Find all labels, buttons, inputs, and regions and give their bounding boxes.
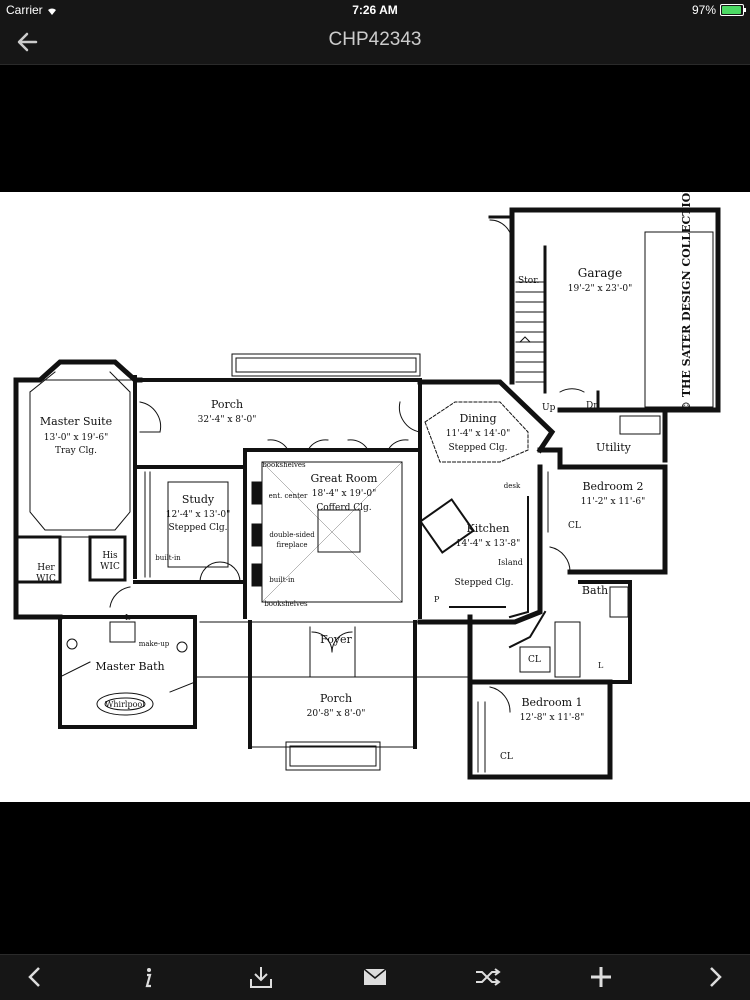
mail-icon[interactable] <box>360 963 390 991</box>
info-icon[interactable] <box>133 963 163 991</box>
foyer-label: Foyer <box>320 633 352 646</box>
cl-hall-label: CL <box>528 655 541 665</box>
floor-plan-image[interactable]: Garage 19'-2" x 23'-0" © THE SATER DESIG… <box>0 148 750 802</box>
bedroom2-dims: 11'-2" x 11'-6" <box>581 497 645 507</box>
chevron-left-icon[interactable] <box>20 963 50 991</box>
master-bath-label: Master Bath <box>95 660 164 673</box>
page-title: CHP42343 <box>328 29 422 50</box>
dn-label: Dn <box>586 401 599 411</box>
rear-porch-dims: 32'-4" x 8'-0" <box>198 415 257 425</box>
built-in-great-room-label: built-in <box>269 576 295 584</box>
cl-bedroom1-label: CL <box>500 752 513 762</box>
built-in-study-label: built-in <box>155 554 181 562</box>
bedroom2-label: Bedroom 2 <box>582 480 643 493</box>
make-up-label: make-up <box>139 640 170 648</box>
clock: 7:26 AM <box>352 3 398 17</box>
p-label: P <box>434 595 440 604</box>
stor-label: Stor. <box>518 276 540 286</box>
master-suite-dims: 13'-0" x 19'-6" <box>44 433 108 443</box>
l-label-2: L <box>598 661 604 670</box>
master-suite-note: Tray Clg. <box>55 446 97 456</box>
kitchen-dims: 14'-4" x 13'-8" <box>456 539 520 549</box>
bookshelves-top-label: bookshelves <box>262 461 306 469</box>
battery-percent: 97% <box>691 3 716 17</box>
bookshelves-bottom-label: bookshelves <box>264 600 308 608</box>
whirlpool-label: Whirlpool <box>105 700 145 709</box>
garage-label: Garage <box>578 266 622 280</box>
plus-icon[interactable] <box>586 963 616 991</box>
l-label-1: L <box>125 613 131 622</box>
kitchen-note: Stepped Clg. <box>455 578 514 588</box>
carrier-text: Carrier <box>6 3 43 17</box>
fireplace-label: fireplace <box>276 541 307 549</box>
kitchen-island: Island <box>498 558 523 567</box>
dining-label: Dining <box>459 412 496 425</box>
bedroom1-dims: 12'-8" x 11'-8" <box>520 713 584 723</box>
floor-plan-drawing: Garage 19'-2" x 23'-0" © THE SATER DESIG… <box>13 148 721 780</box>
chevron-right-icon[interactable] <box>700 963 730 991</box>
front-porch-dims: 20'-8" x 8'-0" <box>307 709 366 719</box>
back-arrow-icon[interactable] <box>14 28 46 56</box>
front-porch-label: Porch <box>320 692 352 705</box>
dining-dims: 11'-4" x 14'-0" <box>446 429 510 439</box>
great-room-note: Cofferd Clg. <box>316 503 371 513</box>
copyright-watermark: © THE SATER DESIGN COLLECTION, INC. <box>680 192 693 412</box>
desk-label: desk <box>504 482 521 490</box>
carrier-label: Carrier <box>6 3 58 17</box>
bottom-toolbar <box>0 954 750 1000</box>
garage-dims: 19'-2" x 23'-0" <box>568 284 632 294</box>
battery-icon <box>720 4 746 16</box>
study-label: Study <box>182 493 215 506</box>
download-icon[interactable] <box>246 963 276 991</box>
wifi-icon <box>48 8 57 16</box>
battery-indicator: 97% <box>691 3 746 17</box>
great-room-dims: 18'-4" x 19'-0" <box>312 489 376 499</box>
great-room-label: Great Room <box>311 472 379 485</box>
shuffle-icon[interactable] <box>473 963 503 991</box>
master-suite-label: Master Suite <box>40 415 112 428</box>
battery-level <box>722 6 742 14</box>
kitchen-label: Kitchen <box>467 522 510 535</box>
double-sided-label: double-sided <box>269 531 315 539</box>
up-label: Up <box>542 403 556 413</box>
utility-label: Utility <box>596 441 632 454</box>
ent-center-label: ent. center <box>269 492 308 500</box>
bath-label: Bath <box>582 584 608 597</box>
status-bar: Carrier 7:26 AM 97% <box>0 0 750 20</box>
dining-note: Stepped Clg. <box>449 443 508 453</box>
study-dims: 12'-4" x 13'-0" <box>166 510 230 520</box>
study-note: Stepped Clg. <box>169 523 228 533</box>
rear-porch-label: Porch <box>211 398 243 411</box>
cl-bedroom2-label: CL <box>568 521 581 531</box>
navigation-bar: CHP42343 <box>0 20 750 65</box>
bedroom1-label: Bedroom 1 <box>521 696 582 709</box>
